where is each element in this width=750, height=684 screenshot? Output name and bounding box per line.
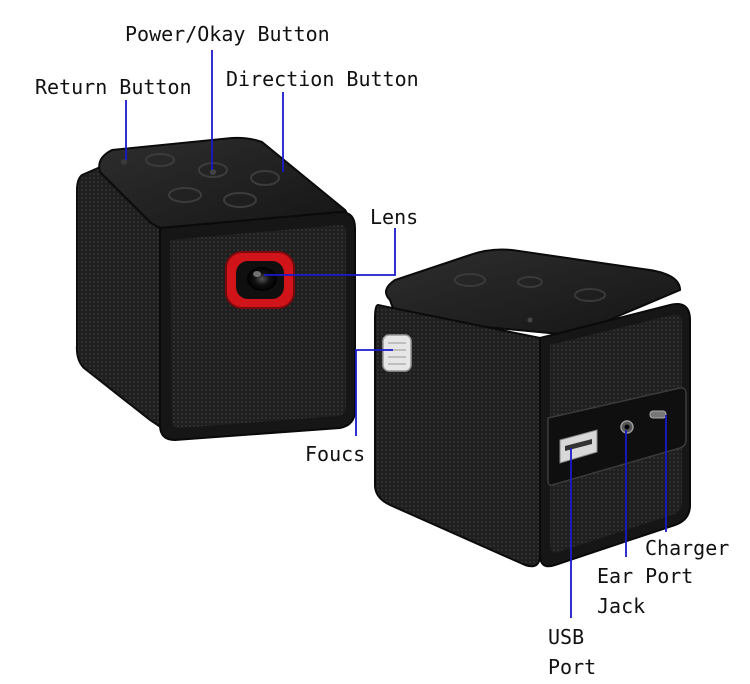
return-button-label: Return Button [35,75,192,99]
usb-port-label: USB Port [548,625,596,679]
charger-port-icon [649,410,667,419]
lens-icon [225,251,295,309]
direction-button-label: Direction Button [226,67,419,91]
focus-wheel [382,334,412,372]
ear-port-jack-icon [620,420,634,434]
focus-label: Foucs [305,442,366,466]
rear-projector-cube [374,248,691,568]
lens-label: Lens [370,205,419,229]
ear-port-label-line2: Jack [597,594,646,618]
usb-port-label-line1: USB [548,625,585,649]
usb-port-label-line2: Port [548,655,597,679]
front-projector-cube [75,136,356,442]
leader-line-focus [355,349,393,436]
leader-lines [125,50,667,618]
ear-port-jack-label: Ear Port Jack [597,564,693,618]
charger-label: Charger [645,536,730,560]
power-okay-button-label: Power/Okay Button [125,22,330,46]
leader-line-lens [264,228,396,276]
ear-port-label-line1: Ear Port [597,564,694,588]
